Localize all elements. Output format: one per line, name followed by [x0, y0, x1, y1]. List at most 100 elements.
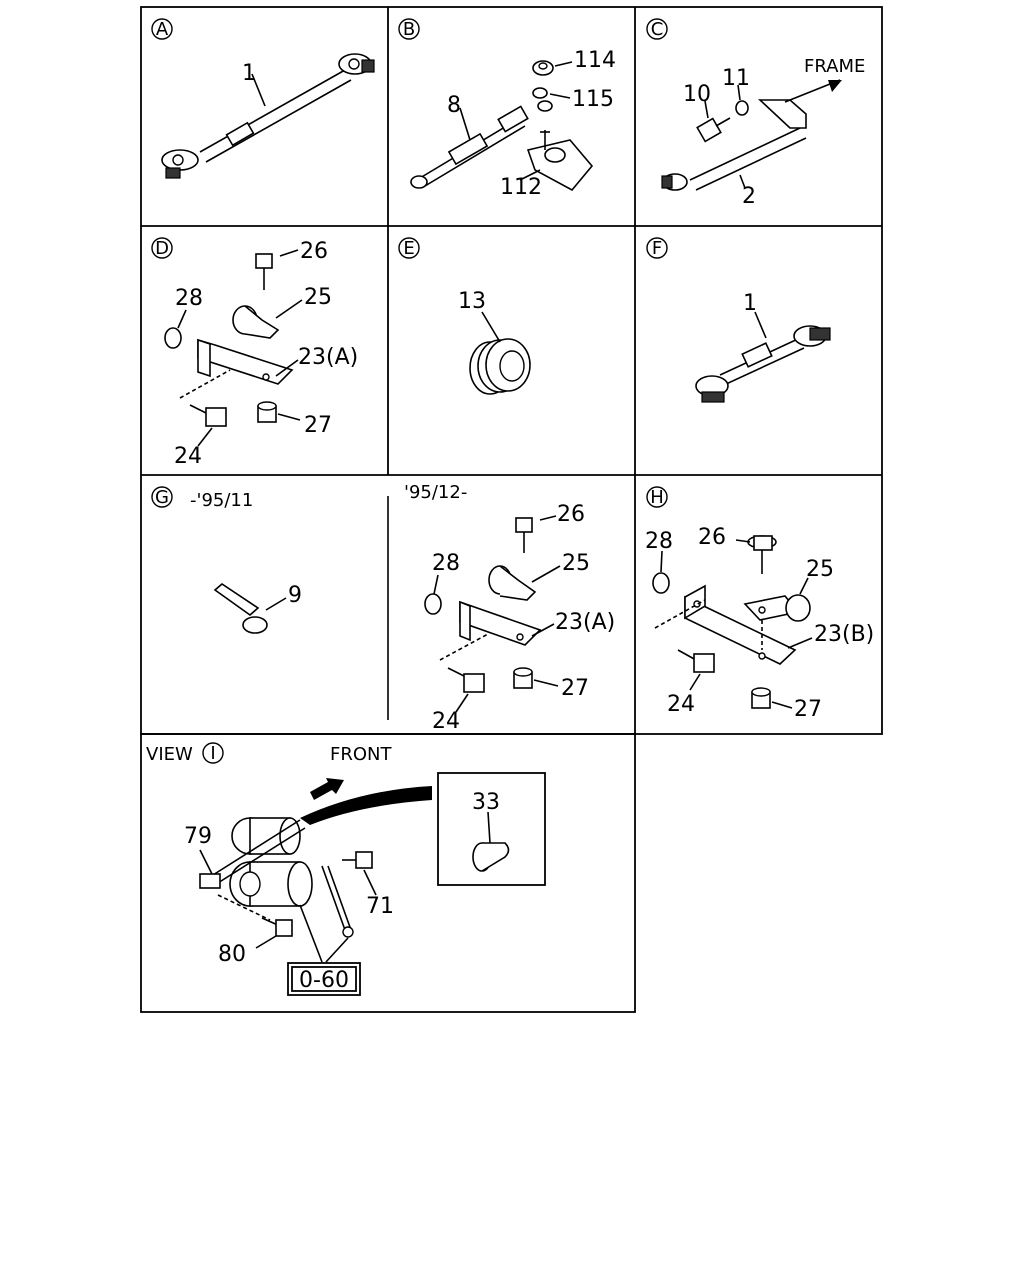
date-left: -'95/11 [190, 490, 253, 511]
panel-g-letter: G [155, 487, 169, 508]
panel-f-badge [646, 237, 668, 259]
nut-28-h-drawing [652, 572, 670, 594]
part-label-25h: 25 [806, 557, 834, 582]
part-label-114: 114 [574, 48, 616, 73]
nut-27-g-drawing [513, 667, 533, 689]
panel-g: G -'95/11 '95/12- 9 [151, 482, 615, 734]
part-label-25: 25 [304, 285, 332, 310]
frame-arrow [828, 80, 842, 92]
panel-a-letter: A [156, 19, 169, 40]
panel-a: A 1 [151, 18, 375, 179]
bracket-23a-drawing [197, 338, 294, 385]
clip-9-drawing [213, 582, 268, 634]
ref-label: 0-60 [299, 968, 349, 993]
bolt-26-drawing [255, 253, 273, 290]
part-label-27h: 27 [794, 697, 822, 722]
panel-a-badge [151, 18, 173, 40]
panel-h-letter: H [650, 487, 664, 508]
part-label-26h: 26 [698, 525, 726, 550]
part-label-79: 79 [184, 824, 212, 849]
nut-27-h-drawing [751, 687, 771, 709]
part-label-23bh: 23(B) [814, 622, 874, 647]
panel-d-letter: D [155, 238, 169, 259]
panel-i-letter: I [210, 743, 215, 764]
part-label-23a: 23(A) [298, 345, 358, 370]
bolt-80-drawing [261, 917, 293, 937]
bolt-10-drawing [696, 117, 731, 143]
panel-f: F 1 [646, 237, 831, 403]
washer-115-drawing [532, 87, 548, 99]
part-label-11: 11 [722, 66, 750, 91]
panel-c: C FRAME 10 11 2 [646, 18, 865, 209]
grommet-13-drawing [469, 338, 531, 395]
battery-cable-a-drawing [161, 53, 375, 179]
detail-box [437, 772, 546, 886]
part-label-13: 13 [458, 289, 486, 314]
frame-text: FRAME [804, 56, 865, 77]
clamp-25-h-drawing [743, 594, 811, 622]
part-label-26: 26 [300, 239, 328, 264]
nut-27-drawing [257, 401, 277, 423]
cable-2-drawing [661, 99, 807, 191]
part-label-23ag: 23(A) [555, 610, 615, 635]
nut-28-drawing [164, 327, 182, 349]
part-label-10: 10 [683, 82, 711, 107]
panel-e-letter: E [403, 238, 414, 259]
panel-c-letter: C [651, 19, 664, 40]
panel-grid [140, 6, 883, 1013]
part-label-27: 27 [304, 413, 332, 438]
date-right: '95/12- [404, 482, 467, 503]
bolt-24-drawing [189, 404, 227, 427]
front-arrow [310, 778, 344, 800]
clamp-25-drawing [232, 305, 280, 339]
part-label-1f: 1 [743, 291, 757, 316]
part-label-112: 112 [500, 175, 542, 200]
panel-h: H 2 [645, 486, 874, 722]
bolt-26-g-drawing [515, 517, 533, 553]
part-label-80: 80 [218, 942, 246, 967]
part-label-27g: 27 [561, 676, 589, 701]
panel-i-badge [202, 742, 224, 764]
bolt-26-h-drawing [747, 535, 777, 574]
part-label-1: 1 [242, 61, 256, 86]
part-label-33: 33 [472, 790, 500, 815]
front-text: FRONT [330, 744, 392, 765]
part-label-71: 71 [366, 894, 394, 919]
panel-b-badge [398, 18, 420, 40]
part-label-26g: 26 [557, 502, 585, 527]
bracket-23b-drawing [684, 584, 797, 665]
nut-114-drawing [532, 60, 554, 76]
panel-e-badge [398, 237, 420, 259]
bracket-23a-g-drawing [459, 600, 542, 646]
part-label-24h: 24 [667, 692, 695, 717]
clip-33-drawing [472, 842, 510, 872]
part-label-9: 9 [288, 583, 302, 608]
bolt-71-drawing [342, 851, 373, 869]
panel-b: B 8 114 115 112 [398, 18, 616, 200]
battery-assembly-drawing [199, 817, 313, 907]
part-label-28: 28 [175, 286, 203, 311]
panel-g-badge [151, 486, 173, 508]
view-text: VIEW [146, 744, 193, 765]
panel-f-letter: F [652, 238, 662, 259]
terminal-112-drawing [526, 130, 594, 192]
battery-cable-f-drawing [695, 325, 831, 403]
panel-h-badge [646, 486, 668, 508]
part-label-2: 2 [742, 184, 756, 209]
callout-wedge [300, 786, 432, 825]
panel-d-badge [151, 237, 173, 259]
clamp-25-g-drawing [488, 565, 537, 601]
panel-e: E 13 [398, 237, 531, 395]
part-label-28h: 28 [645, 529, 673, 554]
part-label-8: 8 [447, 93, 461, 118]
part-label-24: 24 [174, 444, 202, 469]
cable-8-drawing [410, 105, 529, 189]
washer-11-drawing [735, 100, 749, 116]
panel-b-letter: B [403, 19, 415, 40]
rod-drawing [321, 865, 354, 938]
panel-d: D 26 28 25 23(A) [151, 237, 358, 469]
part-label-25g: 25 [562, 551, 590, 576]
bolt-24-h-drawing [677, 649, 715, 673]
part-label-28g: 28 [432, 551, 460, 576]
